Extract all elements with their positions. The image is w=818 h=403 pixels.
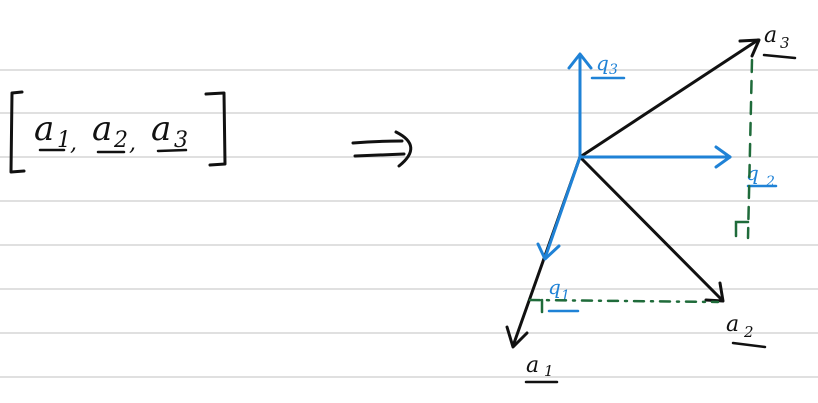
matrix-entry-a2: a — [92, 109, 112, 149]
projection-lines — [528, 58, 754, 314]
implies-line-bottom — [353, 152, 406, 158]
basis-q3-sub: 3 — [609, 62, 618, 78]
basis-q1-arrowhead — [536, 242, 561, 261]
basis-q3-arrowhead — [567, 52, 593, 70]
matrix-entry-a1: a — [34, 109, 54, 149]
basis-q3-label: q — [596, 51, 609, 75]
matrix-sub-1: 1 — [57, 128, 71, 153]
matrix-sub-3: 3 — [174, 128, 188, 153]
vector-a1-arrowhead — [505, 325, 529, 349]
underline-a3 — [156, 148, 188, 153]
vector-a1-sub: 1 — [544, 362, 554, 380]
matrix-separator-1: , — [70, 131, 77, 156]
basis-q1-line — [543, 155, 582, 260]
matrix-separator-2: , — [129, 131, 136, 156]
vector-a3-underline — [762, 53, 797, 60]
matrix-entry-a3: a — [151, 109, 171, 149]
basis-q2-label: q — [746, 161, 759, 185]
right-angle-mark-a3 — [734, 220, 750, 238]
implies-head — [394, 130, 413, 168]
vector-a1-label: a — [526, 353, 539, 378]
basis-q1-label: q — [548, 275, 561, 299]
vector-a2-label: a — [726, 312, 739, 337]
vector-a3-line — [578, 38, 760, 159]
basis-q2-sub: 2 — [765, 174, 775, 190]
right-bracket — [204, 91, 227, 167]
ruled-lines — [0, 69, 818, 378]
projection-a3-dashed — [746, 58, 754, 240]
implies-line-top — [351, 139, 404, 145]
projection-a2-dashed — [528, 298, 720, 304]
vector-a2-line — [578, 155, 724, 302]
matrix-sub-2: 2 — [113, 128, 128, 153]
column-matrix: a 1 , a 2 , a 3 — [9, 90, 227, 174]
basis-q2-arrowhead — [714, 145, 732, 169]
basis-vectors — [536, 52, 732, 261]
vector-a2-sub: 2 — [743, 323, 754, 341]
implies-arrow — [351, 130, 413, 168]
vector-a3-label: a — [764, 23, 777, 48]
vector-a2-underline — [731, 341, 767, 349]
left-bracket — [9, 90, 26, 174]
vector-a3-sub: 3 — [780, 34, 790, 52]
basis-q1-sub: 1 — [561, 288, 570, 304]
vector-a2-arrowhead — [704, 281, 725, 303]
vector-a3-arrowhead — [738, 38, 761, 58]
vector-diagram: a 3 a 2 a 1 — [505, 23, 797, 384]
basis-labels: q 3 q 2 q 1 — [547, 51, 778, 313]
